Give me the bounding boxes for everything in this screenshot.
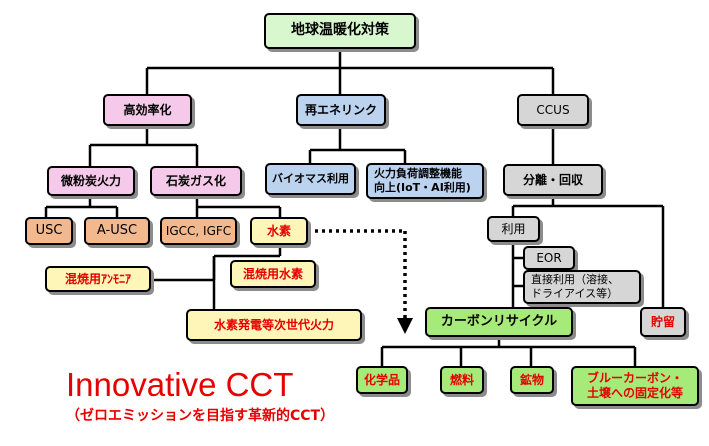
carbon-recycle-node: カーボンリサイクル xyxy=(425,307,573,337)
innovative-cct-subtitle: （ゼロエミッションを目指す革新的CCT） xyxy=(66,408,335,424)
biomass-node: バイオマス利用 xyxy=(265,163,356,195)
storage-node: 貯留 xyxy=(640,307,686,337)
a-usc-node: A-USC xyxy=(84,217,150,245)
blue-carbon-line1: ブルーカーボン・ xyxy=(586,371,683,385)
direct-use-node: 直接利用（溶接、 ドライアイス等） xyxy=(523,270,641,304)
eor-node: EOR xyxy=(523,246,575,270)
pulverized-coal-node: 微粉炭火力 xyxy=(47,166,135,196)
direct-use-line1: 直接利用（溶接、 xyxy=(531,273,619,287)
innovative-cct-title: Innovative CCT xyxy=(66,366,294,403)
renewable-link-node: 再エネリンク xyxy=(296,94,386,126)
ammonia-cofiring-node: 混焼用ｱﾝﾓﾆｱ xyxy=(45,266,151,292)
minerals-node: 鉱物 xyxy=(510,366,554,394)
igcc-node: IGCC, IGFC xyxy=(160,217,237,245)
thermal-load-adjust-node: 火力負荷調整機能 向上(IoT・AI利用) xyxy=(366,163,484,199)
hydrogen-node: 水素 xyxy=(250,217,308,245)
fuels-node: 燃料 xyxy=(440,366,484,394)
usc-node: USC xyxy=(25,217,73,245)
efficiency-node: 高効率化 xyxy=(103,94,192,126)
blue-carbon-node: ブルーカーボン・ 土壌への固定化等 xyxy=(571,366,699,406)
next-gen-thermal-node: 水素発電等次世代火力 xyxy=(186,309,362,341)
coal-gasification-node: 石炭ガス化 xyxy=(150,166,242,196)
hydrogen-cofiring-node: 混焼用水素 xyxy=(230,260,316,288)
ccus-node: CCUS xyxy=(517,94,589,126)
separation-recovery-node: 分離・回収 xyxy=(503,164,603,196)
thermal-load-adjust-line1: 火力負荷調整機能 xyxy=(374,167,462,181)
utilization-node: 利用 xyxy=(487,216,540,242)
blue-carbon-line2: 土壌への固定化等 xyxy=(586,386,683,400)
thermal-load-adjust-line2: 向上(IoT・AI利用) xyxy=(374,181,471,194)
chemicals-node: 化学品 xyxy=(356,366,408,394)
direct-use-line2: ドライアイス等） xyxy=(531,287,619,300)
root-node: 地球温暖化対策 xyxy=(264,13,416,49)
